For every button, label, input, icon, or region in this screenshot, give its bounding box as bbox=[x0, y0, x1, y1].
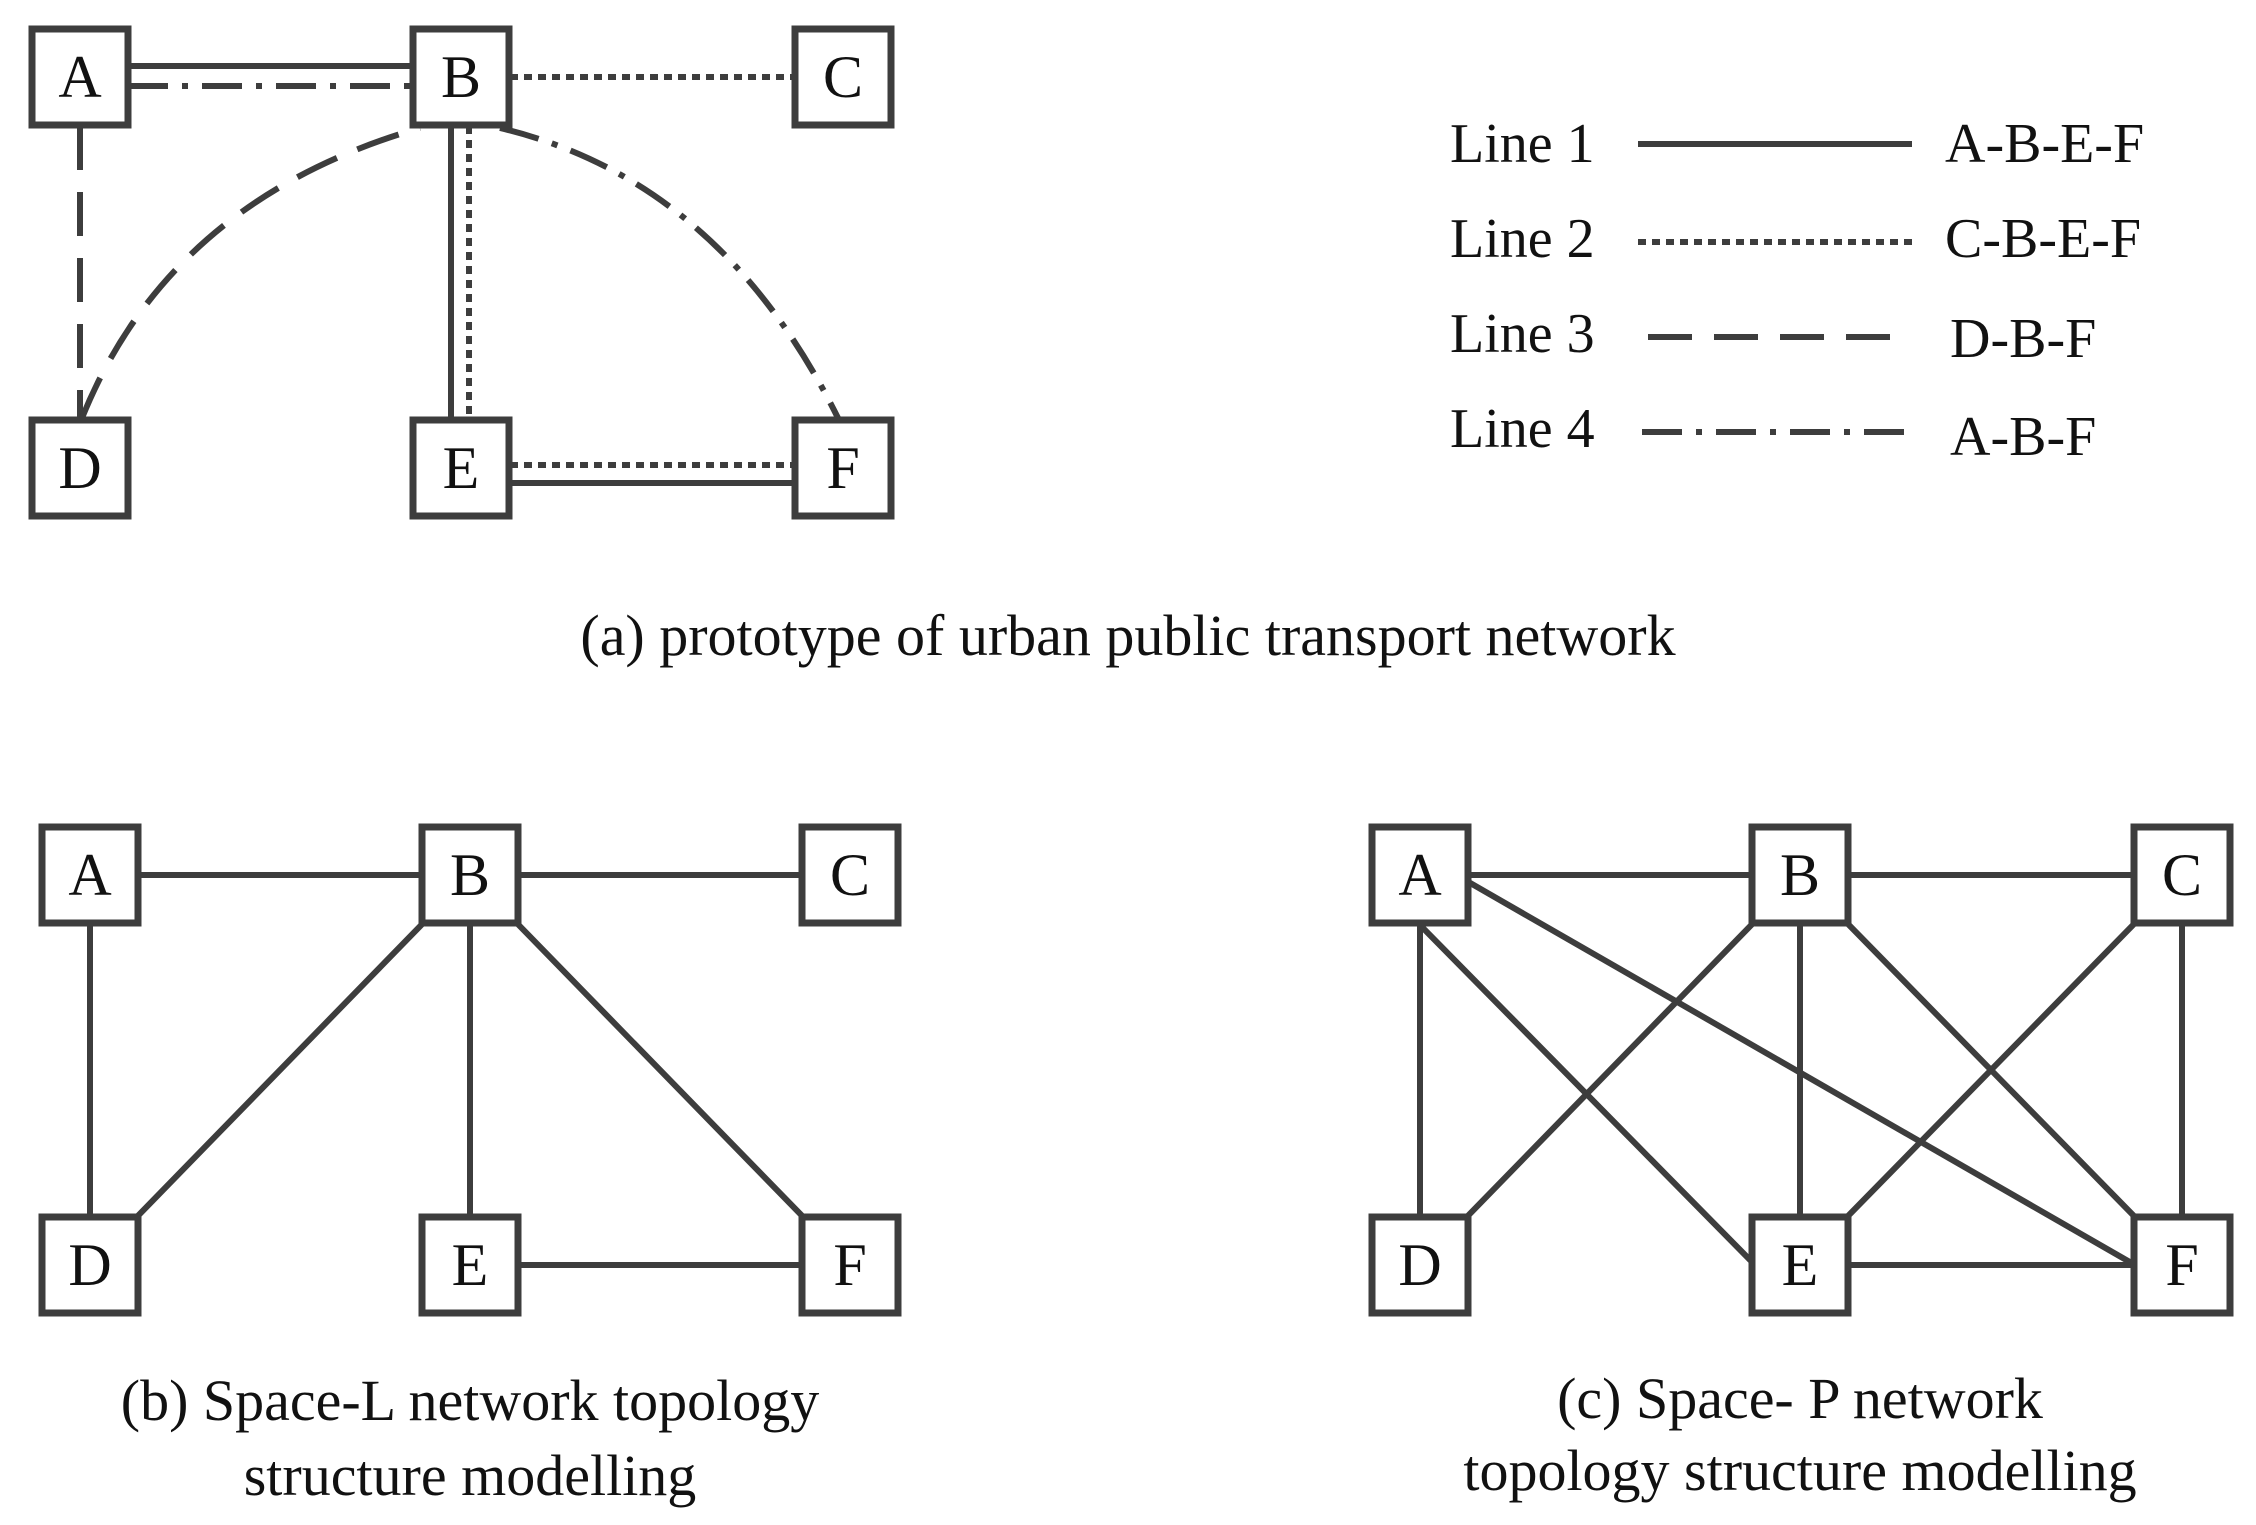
legend-item-line2: Line 2 C-B-E-F bbox=[1450, 208, 2141, 270]
legend-item-line4: Line 4 A-B-F bbox=[1450, 398, 2096, 468]
panel-c-caption-line1: (c) Space- P network bbox=[1557, 1366, 2043, 1431]
node-label: B bbox=[1780, 842, 1820, 908]
legend-line-name: Line 1 bbox=[1450, 113, 1595, 175]
panel-c-node-b: B bbox=[1748, 823, 1852, 927]
panel-b-node-c: C bbox=[798, 823, 902, 927]
panel-c-edges bbox=[1417, 872, 2185, 1268]
panel-a-node-f: F bbox=[791, 416, 895, 520]
legend-item-line1: Line 1 A-B-E-F bbox=[1450, 113, 2144, 175]
legend-route: A-B-E-F bbox=[1945, 113, 2144, 175]
panel-a-node-a: A bbox=[28, 25, 132, 129]
panel-a-edges bbox=[77, 63, 841, 486]
node-label: F bbox=[826, 435, 859, 501]
panel-c-node-e: E bbox=[1748, 1213, 1852, 1317]
edge-a-bf-line4 bbox=[499, 125, 841, 420]
node-label: F bbox=[833, 1232, 866, 1298]
legend-item-line3: Line 3 D-B-F bbox=[1450, 303, 2096, 370]
node-label: D bbox=[1398, 1232, 1441, 1298]
panel-c-node-f: F bbox=[2130, 1213, 2234, 1317]
node-label: A bbox=[1398, 842, 1441, 908]
node-label: E bbox=[443, 435, 480, 501]
panel-b-node-a: A bbox=[38, 823, 142, 927]
legend-line-name: Line 2 bbox=[1450, 208, 1595, 270]
edge-a-db-line3 bbox=[79, 125, 421, 420]
panel-c-node-a: A bbox=[1368, 823, 1472, 927]
panel-a-node-b: B bbox=[409, 25, 513, 129]
edge-b-bf bbox=[467, 872, 853, 1268]
node-label: D bbox=[58, 435, 101, 501]
node-label: B bbox=[441, 44, 481, 110]
panel-b-node-b: B bbox=[418, 823, 522, 927]
node-label: A bbox=[58, 44, 101, 110]
node-label: C bbox=[823, 44, 863, 110]
panel-a-caption: (a) prototype of urban public transport … bbox=[580, 603, 1675, 668]
panel-a-node-e: E bbox=[409, 416, 513, 520]
node-label: C bbox=[2162, 842, 2202, 908]
panel-a-node-d: D bbox=[28, 416, 132, 520]
edge-c-ce bbox=[1797, 872, 2185, 1268]
panel-b-caption-line1: (b) Space-L network topology bbox=[121, 1368, 820, 1433]
panel-b-edges bbox=[87, 872, 853, 1268]
legend: Line 1 A-B-E-F Line 2 C-B-E-F Line 3 D-B… bbox=[1450, 113, 2144, 468]
panel-b-node-e: E bbox=[418, 1213, 522, 1317]
panel-b: A B C D E F (b) Space-L network topology… bbox=[38, 823, 902, 1508]
legend-line-name: Line 4 bbox=[1450, 398, 1595, 460]
panel-b-node-f: F bbox=[798, 1213, 902, 1317]
panel-a-node-c: C bbox=[791, 25, 895, 129]
panel-b-node-d: D bbox=[38, 1213, 142, 1317]
legend-route: C-B-E-F bbox=[1945, 208, 2141, 270]
panel-c-node-d: D bbox=[1368, 1213, 1472, 1317]
legend-route: D-B-F bbox=[1950, 308, 2096, 370]
node-label: F bbox=[2165, 1232, 2198, 1298]
node-label: A bbox=[68, 842, 111, 908]
edge-c-bd bbox=[1417, 872, 1803, 1268]
edge-b-bd bbox=[87, 872, 473, 1268]
node-label: E bbox=[452, 1232, 489, 1298]
panel-c-caption-line2: topology structure modelling bbox=[1463, 1438, 2136, 1503]
node-label: E bbox=[1782, 1232, 1819, 1298]
node-label: D bbox=[68, 1232, 111, 1298]
node-label: C bbox=[830, 842, 870, 908]
panel-c: A B C D E F (c) Space- P network topolog… bbox=[1368, 823, 2234, 1503]
node-label: B bbox=[450, 842, 490, 908]
legend-route: A-B-F bbox=[1950, 406, 2096, 468]
legend-line-name: Line 3 bbox=[1450, 303, 1595, 365]
panel-b-caption-line2: structure modelling bbox=[244, 1443, 697, 1508]
panel-c-node-c: C bbox=[2130, 823, 2234, 927]
panel-a: A B C D E F Line 1 A-B-E-F bbox=[28, 25, 2144, 668]
